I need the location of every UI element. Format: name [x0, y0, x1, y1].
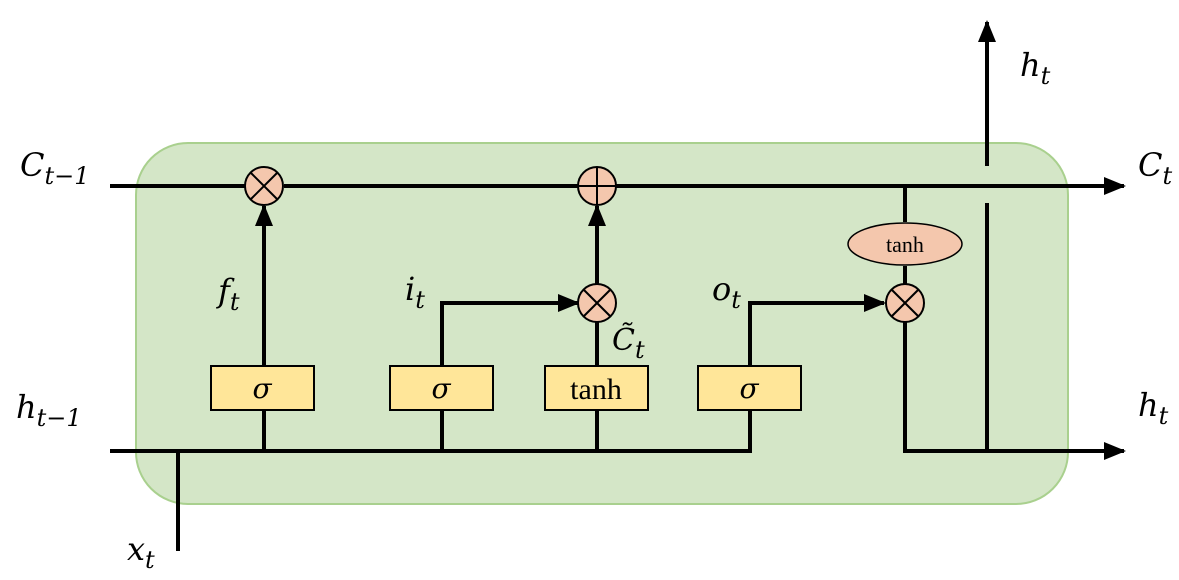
cell-add-operator [577, 166, 617, 206]
hidden-input-line [110, 449, 752, 551]
output-gate-box: σ [697, 365, 802, 411]
input-gate-path [440, 294, 580, 451]
output-path [903, 20, 1126, 460]
input-gate-box: σ [389, 365, 494, 411]
c-prev-label: Ct−1 [20, 146, 90, 190]
candidate-gate-box: tanh [544, 365, 649, 411]
i-t-label: it [405, 270, 425, 314]
c-t-label: Ct [1138, 146, 1172, 190]
output-gate-label: σ [739, 372, 759, 405]
forget-gate-label: σ [252, 372, 272, 405]
cell-tanh-label: tanh [886, 232, 924, 257]
h-t-top-label: ht [1020, 46, 1051, 90]
o-t-label: ot [712, 270, 741, 314]
c-tilde-label: C̃t [612, 323, 645, 364]
h-t-right-label: ht [1138, 386, 1169, 430]
forget-multiply-operator [244, 166, 284, 206]
output-multiply-operator [885, 283, 925, 323]
input-multiply-operator [577, 283, 617, 323]
cell-tanh-node: tanh [847, 222, 963, 266]
x-t-label: xt [127, 530, 155, 574]
output-gate-path [748, 294, 886, 451]
input-gate-label: σ [431, 372, 451, 405]
candidate-gate-label: tanh [570, 373, 622, 406]
h-prev-label: ht−1 [16, 388, 82, 432]
cell-background [135, 142, 1069, 505]
forget-gate-box: σ [210, 365, 315, 411]
